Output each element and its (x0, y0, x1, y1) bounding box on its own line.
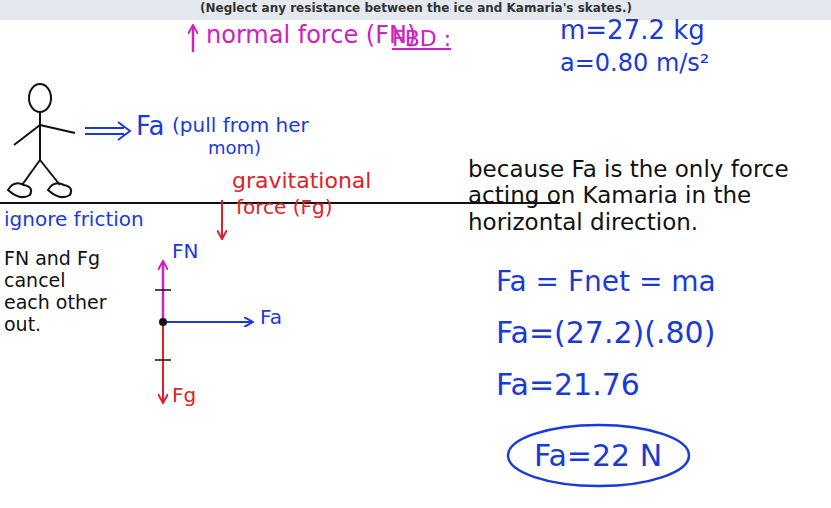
fbd-applied-arrow (163, 321, 252, 323)
force-symbol: Fa (136, 112, 165, 142)
note: ignore friction (4, 208, 144, 231)
equation: Fa=21.76 (496, 368, 640, 403)
force-symbol: Fg (172, 384, 196, 407)
equation: Fa = Fnet = ma (496, 266, 716, 298)
force-label: normal force (FN) (206, 22, 416, 50)
tick-mark (155, 359, 171, 361)
explanation: because Fa is the only force acting on K… (468, 156, 818, 235)
given-value: m=27.2 kg (560, 16, 705, 46)
force-label: (pull from her (172, 114, 309, 137)
note: FN and Fg cancel each other out. (4, 248, 116, 335)
object-dot (159, 318, 167, 326)
force-symbol: FN (172, 240, 198, 263)
tick-mark (155, 289, 171, 291)
force-label: force (Fg) (236, 196, 333, 219)
force-symbol: Fa (260, 306, 282, 329)
pull-arrow (85, 122, 130, 140)
normal-arrow (192, 26, 195, 52)
answer-ellipse: Fa=22 N (506, 423, 691, 488)
fbd-title: FBD : (392, 26, 451, 51)
fbd-gravity-arrow (162, 322, 164, 402)
force-label: mom) (208, 138, 261, 159)
header-note: (Neglect any resistance between the ice … (200, 2, 632, 16)
gravity-arrow (221, 200, 223, 238)
force-label: gravitational (232, 168, 371, 193)
equation: Fa=(27.2)(.80) (496, 316, 715, 351)
answer-text: Fa=22 N (506, 438, 691, 473)
given-value: a=0.80 m/s² (560, 50, 709, 78)
fbd-normal-arrow (162, 262, 165, 322)
stick-figure (8, 84, 75, 197)
